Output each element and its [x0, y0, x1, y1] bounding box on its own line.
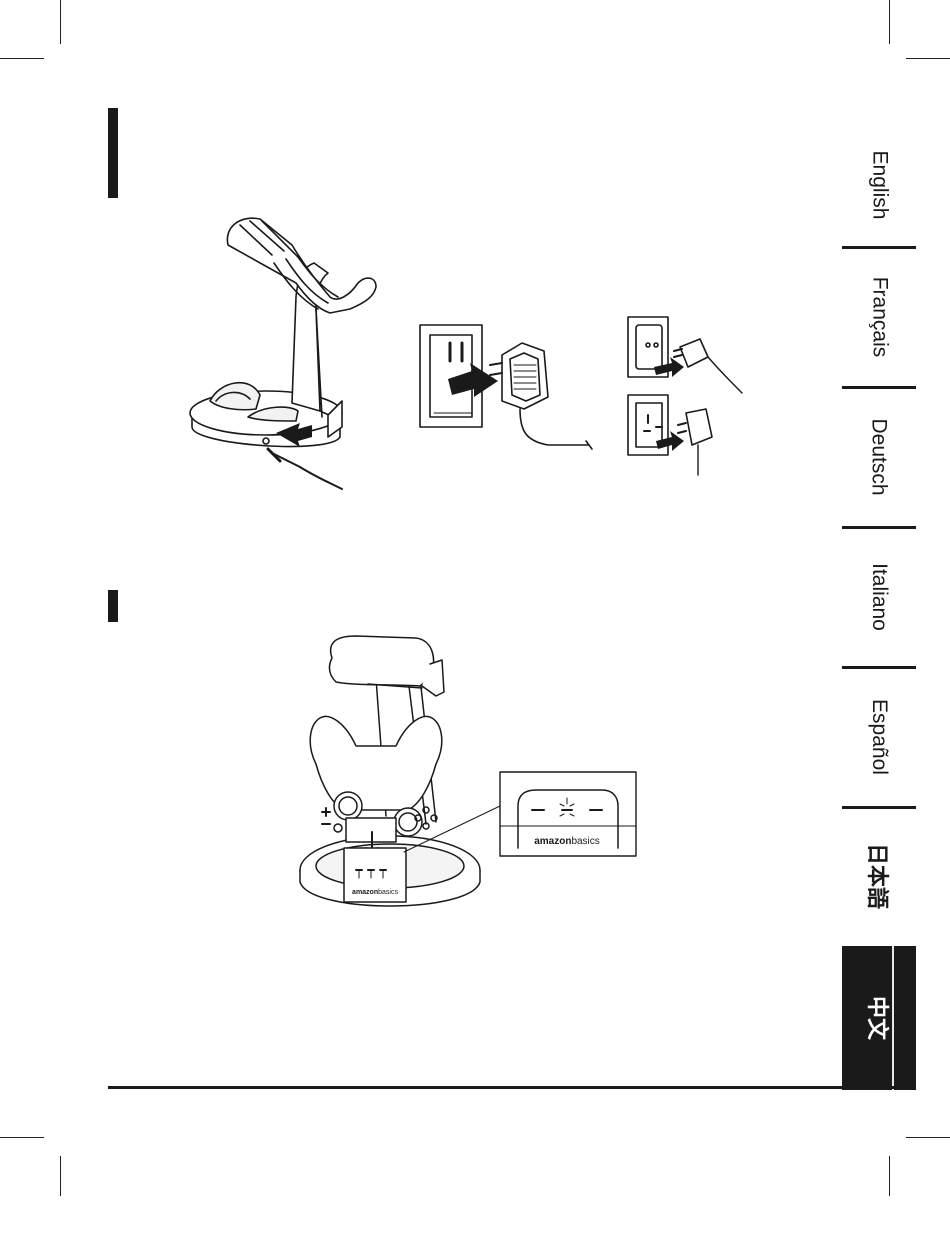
- crop-mark-bottom-right-h: [906, 1137, 950, 1138]
- tab-chinese[interactable]: 中文: [842, 946, 916, 1090]
- figure-controller-docking: amazonbasics amazonbasics: [296, 634, 640, 914]
- tab-label: Español: [867, 699, 891, 775]
- crop-mark-top-left-v: [60, 0, 61, 44]
- section-marker-1: [108, 108, 118, 198]
- crop-mark-top-left-h: [0, 58, 44, 59]
- crop-mark-top-right-v: [889, 0, 890, 44]
- outlet-illustration-type-a: [420, 325, 592, 449]
- dock-brand-logo: amazonbasics: [352, 889, 398, 896]
- tab-label: 日本語: [863, 843, 895, 909]
- crop-mark-bottom-left-h: [0, 1137, 44, 1138]
- tab-label: Italiano: [867, 563, 891, 631]
- footer-rule: [108, 1086, 916, 1089]
- callout-brand-logo: amazonbasics: [534, 836, 600, 847]
- tab-label: Français: [867, 277, 891, 358]
- tab-francais[interactable]: Français: [842, 256, 916, 378]
- tab-english[interactable]: English: [842, 130, 916, 240]
- crop-mark-top-right-h: [906, 58, 950, 59]
- language-tab-strip: English Français Deutsch Italiano Españo…: [842, 110, 916, 1090]
- outlet-illustration-type-g: [628, 395, 712, 475]
- crop-mark-bottom-left-v: [60, 1156, 61, 1196]
- tab-japanese[interactable]: 日本語: [842, 816, 916, 936]
- crop-mark-bottom-right-v: [889, 1156, 890, 1196]
- tab-italiano[interactable]: Italiano: [842, 536, 916, 658]
- tab-divider: [842, 386, 916, 389]
- tab-deutsch[interactable]: Deutsch: [842, 396, 916, 518]
- outlet-illustration-type-c: [628, 317, 742, 393]
- active-tab-stripe: [892, 946, 894, 1090]
- tab-espanol[interactable]: Español: [842, 676, 916, 798]
- tab-divider: [842, 246, 916, 249]
- tab-divider: [842, 666, 916, 669]
- tab-label: Deutsch: [867, 418, 891, 495]
- charging-stand-illustration: [190, 218, 376, 489]
- tab-divider: [842, 806, 916, 809]
- tab-label: English: [867, 151, 891, 220]
- tab-label: 中文: [863, 996, 895, 1040]
- figure-power-connection: [180, 205, 750, 495]
- section-marker-2: [108, 590, 118, 622]
- tab-divider: [842, 526, 916, 529]
